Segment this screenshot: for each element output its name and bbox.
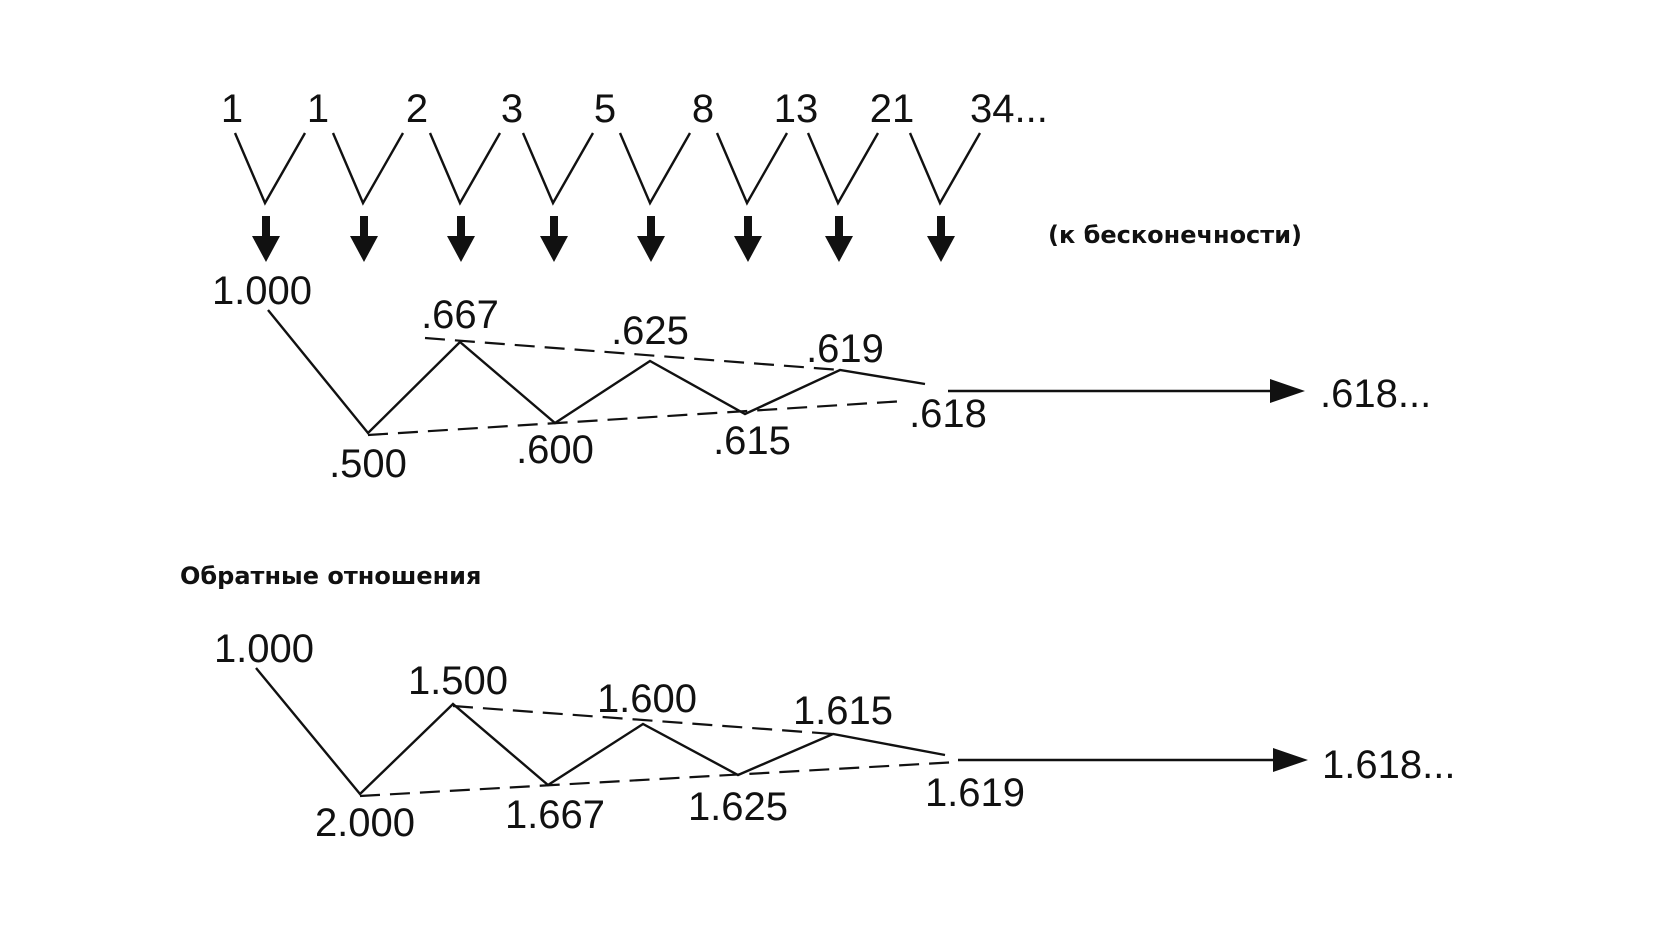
upper-bound-dashed-line <box>452 704 834 736</box>
pair-v-connector <box>806 132 880 206</box>
lower-bound-dashed-line <box>367 399 906 437</box>
fib-number: 8 <box>692 87 714 131</box>
ratio-value: .625 <box>611 309 689 353</box>
fibonacci-sequence: 1 1 2 3 5 8 13 21 34... <box>221 87 1048 131</box>
inverse-value: 1.619 <box>925 771 1025 815</box>
ratio-zigzag-line <box>267 309 926 435</box>
fib-number: 1 <box>307 87 329 131</box>
down-arrow-icon <box>447 216 475 262</box>
ratio-value: .615 <box>713 419 791 463</box>
inverse-value: 1.500 <box>408 659 508 703</box>
inverse-value: 1.625 <box>688 785 788 829</box>
pair-v-connector <box>233 132 307 206</box>
fib-number: 34... <box>970 87 1048 131</box>
ratio-convergence: 1.000 .500 .667 .600 .625 .615 .619 .618… <box>212 269 1431 486</box>
down-arrow-icon <box>734 216 762 262</box>
inverse-value: 2.000 <box>315 801 415 845</box>
infinity-note: (к бесконечности) <box>1048 221 1302 249</box>
pair-v-connector <box>908 132 982 206</box>
inverse-ratios-heading: Обратные отношения <box>180 562 481 590</box>
pair-v-connector <box>715 132 789 206</box>
ratio-value: .600 <box>516 428 594 472</box>
down-arrow-icon <box>350 216 378 262</box>
fib-number: 2 <box>406 87 428 131</box>
ratio-value: .618 <box>909 392 987 436</box>
fib-number: 1 <box>221 87 243 131</box>
pair-v-connector <box>331 132 405 206</box>
inverse-value: 1.000 <box>214 627 314 671</box>
ratio-value: .500 <box>329 442 407 486</box>
inverse-zigzag-line <box>255 667 946 796</box>
down-arrow-icon <box>927 216 955 262</box>
inverse-ratio-convergence: 1.000 2.000 1.500 1.667 1.600 1.625 1.61… <box>214 627 1455 845</box>
upper-bound-dashed-line <box>424 336 841 372</box>
inverse-value: 1.600 <box>597 677 697 721</box>
fib-number: 21 <box>870 87 915 131</box>
arrow-right-icon <box>1273 748 1308 772</box>
ratio-value: 1.000 <box>212 269 312 313</box>
inverse-limit: 1.618... <box>1322 743 1455 787</box>
down-arrow-icon <box>637 216 665 262</box>
down-arrow-icon <box>540 216 568 262</box>
arrow-right-icon <box>1270 379 1305 403</box>
pair-v-connector <box>428 132 502 206</box>
down-arrow-icon <box>252 216 280 262</box>
inverse-value: 1.667 <box>505 793 605 837</box>
lower-bound-dashed-line <box>359 760 959 798</box>
fib-number: 13 <box>774 87 819 131</box>
down-arrows <box>252 216 955 262</box>
fib-number: 5 <box>594 87 616 131</box>
ratio-value: .667 <box>421 293 499 337</box>
pair-v-connector <box>618 132 692 206</box>
ratio-limit: .618... <box>1320 372 1431 416</box>
pair-v-connector <box>521 132 595 206</box>
pair-connectors <box>233 132 982 206</box>
down-arrow-icon <box>825 216 853 262</box>
inverse-value: 1.615 <box>793 689 893 733</box>
fib-number: 3 <box>501 87 523 131</box>
ratio-value: .619 <box>806 327 884 371</box>
